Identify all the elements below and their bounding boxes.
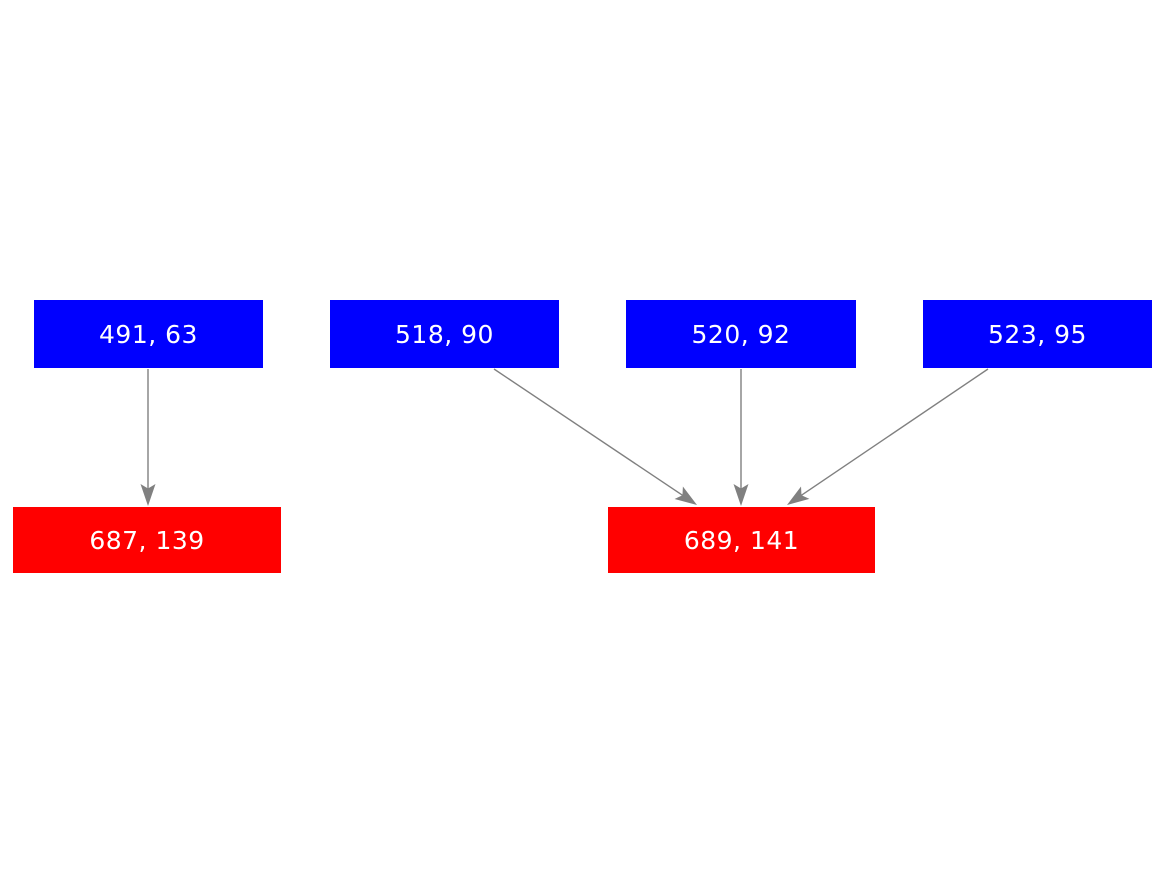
graph-node-label: 687, 139 xyxy=(89,525,205,555)
graph-node-label: 518, 90 xyxy=(395,319,494,349)
graph-node-target[interactable]: 689, 141 xyxy=(608,507,875,573)
graph-node-label: 491, 63 xyxy=(99,319,198,349)
graph-node-source[interactable]: 520, 92 xyxy=(626,300,856,368)
graph-edge xyxy=(787,368,989,505)
graph-node-target[interactable]: 687, 139 xyxy=(13,507,281,573)
graph-edge xyxy=(493,368,697,505)
graph-edge xyxy=(140,369,156,506)
edge-arrowhead-icon xyxy=(674,486,697,505)
graph-node-source[interactable]: 518, 90 xyxy=(330,300,559,368)
graph-node-source[interactable]: 523, 95 xyxy=(923,300,1152,368)
edge-arrowhead-icon xyxy=(140,484,156,506)
graph-node-label: 689, 141 xyxy=(683,525,800,555)
graph-node-label: 520, 92 xyxy=(691,319,791,349)
graph-edge xyxy=(733,369,749,506)
edge-line xyxy=(799,368,989,497)
edge-line xyxy=(493,368,685,497)
edge-arrowhead-icon xyxy=(733,484,749,506)
graph-node-source[interactable]: 491, 63 xyxy=(34,300,263,368)
graph-node-label: 523, 95 xyxy=(988,319,1087,349)
edge-arrowhead-icon xyxy=(787,486,810,505)
